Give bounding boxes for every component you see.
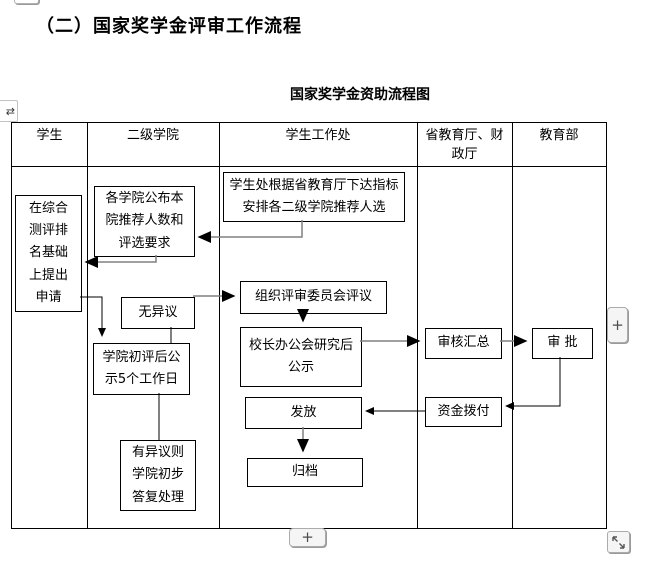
- flow-node-objection[interactable]: 有异议则 学院初步 答复处理: [120, 440, 196, 511]
- flow-node-college-announce[interactable]: 各学院公布本 院推荐人数和 评选要求: [94, 186, 195, 257]
- flow-node-grant[interactable]: 发放: [245, 397, 362, 429]
- flow-node-office-assign[interactable]: 学生处根据省教育厅下达指标 安排各二级学院推荐人选: [223, 172, 405, 222]
- table-resize-handle[interactable]: [607, 531, 630, 553]
- header-cell-provincial-dept: 省教育厅、财 政厅: [425, 128, 504, 162]
- header-row-divider: [12, 166, 606, 167]
- add-column-button[interactable]: +: [607, 307, 628, 343]
- flow-node-archive[interactable]: 归档: [247, 458, 363, 487]
- resize-diagonal-icon: [612, 535, 625, 549]
- column-divider: [512, 123, 513, 528]
- flowchart-title: 国家奖学金资助流程图: [290, 87, 430, 103]
- column-divider: [87, 123, 88, 528]
- flow-node-fund-transfer[interactable]: 资金拨付: [425, 397, 502, 427]
- column-divider: [417, 123, 418, 528]
- header-cell-student: 学生: [36, 128, 63, 143]
- flow-node-president-meeting[interactable]: 校长办公会研究后 公示: [240, 327, 362, 387]
- header-cell-student-affairs: 学生工作处: [285, 128, 351, 143]
- table-move-icon: ⇄: [5, 104, 15, 118]
- flow-node-audit-summary[interactable]: 审核汇总: [425, 328, 502, 359]
- flow-node-apply[interactable]: 在综合 测评排 名基础 上提出 申请: [15, 195, 82, 312]
- header-cell-college: 二级学院: [126, 128, 179, 143]
- plus-icon: +: [301, 528, 314, 546]
- flow-node-approve[interactable]: 审 批: [532, 328, 593, 359]
- flow-node-committee-review[interactable]: 组织评审委员会评议: [240, 281, 387, 314]
- plus-icon: +: [611, 315, 624, 334]
- add-row-top-button[interactable]: [14, 0, 39, 4]
- column-divider: [219, 123, 220, 528]
- header-cell-ministry: 教育部: [539, 128, 579, 143]
- add-row-button[interactable]: +: [289, 528, 326, 547]
- section-title: （二）国家奖学金评审工作流程: [36, 16, 302, 37]
- flow-node-no-objection[interactable]: 无异议: [121, 297, 195, 329]
- table-move-handle[interactable]: ⇄: [0, 100, 18, 122]
- flow-node-college-publicize[interactable]: 学院初评后公 示5个工作日: [93, 343, 190, 395]
